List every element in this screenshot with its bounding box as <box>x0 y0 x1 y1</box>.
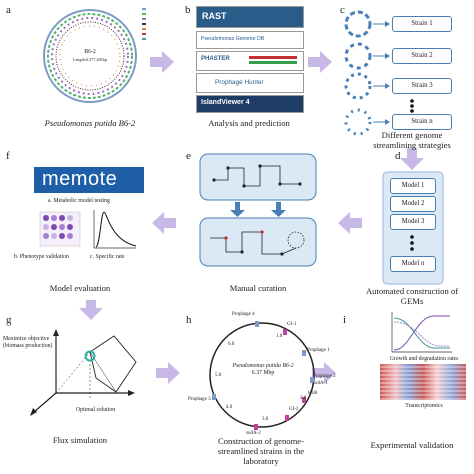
streamlined-genome-circle <box>209 321 315 430</box>
marker-gi-1: GI-1 <box>287 322 297 327</box>
tool-islandviewer-label: IslandViewer 4 <box>201 99 250 106</box>
panel-d-caption-line1: Automated construction of <box>365 286 459 296</box>
model-box-3: Model 3 <box>390 214 436 230</box>
model-box-1: Model 1 <box>390 178 436 194</box>
panel-h-letter: h <box>186 314 192 326</box>
tool-islandviewer: IslandViewer 4 <box>196 95 304 113</box>
panel-f-caption: Model evaluation <box>49 283 111 293</box>
transcriptomics-heatmap <box>380 364 466 400</box>
objective-label-line1: Maximize objective <box>3 336 50 342</box>
memote-logo: memote <box>34 167 144 193</box>
arrow-h-to-i <box>312 362 336 384</box>
tool-pseudomonas-db: Pseudomonas Genome DB <box>196 31 304 49</box>
arrow-d-to-e <box>338 212 362 234</box>
arrow-g-to-h <box>156 362 180 384</box>
genome-map-a <box>43 9 137 103</box>
arrow-e-to-f <box>152 212 176 234</box>
genome-h-center: Pseudomonas putida B6-2 6.37 Mbp <box>222 363 304 377</box>
panel-b-caption: Analysis and prediction <box>208 118 290 128</box>
transcriptomics-heatmap-rows <box>380 364 466 400</box>
objective-label-line2: (biomass production) <box>3 343 53 349</box>
arrow-b-to-c <box>308 51 332 73</box>
panel-d-caption-line2: GEMs <box>400 296 424 306</box>
genome-h-center-line2: 6.37 Mbp <box>251 370 275 376</box>
panel-c-caption: Different genome streamlining strategies <box>350 130 474 150</box>
panel-e-letter: e <box>186 150 191 162</box>
tick-6: 6.0 <box>228 342 235 347</box>
panel-g-letter: g <box>6 314 12 326</box>
strain-box-n: Strain n <box>392 114 452 130</box>
panel-i-caption: Experimental validation <box>370 440 454 450</box>
optimal-solution-label: Optimal solution <box>76 407 116 413</box>
tool-phaster: PHASTER <box>196 51 304 71</box>
arrow-f-to-g <box>79 300 103 320</box>
marker-prophage-2: Prophage 2 <box>313 374 336 379</box>
tool-rast-label: RAST <box>202 11 227 21</box>
arrow-curation-right <box>271 202 286 217</box>
arrow-curation-left <box>230 202 245 217</box>
panel-b-letter: b <box>185 4 191 16</box>
panel-d-letter: d <box>395 150 401 162</box>
panel-h-caption: Construction of genome- streamlined stra… <box>198 436 324 466</box>
tick-3: 3.0 <box>262 417 269 422</box>
memote-label-c: c. Specific rate <box>90 254 125 260</box>
strain-box-1: Strain 1 <box>392 16 452 32</box>
tick-1: 1.0 <box>276 334 283 339</box>
genome-center-line1: B6-2 <box>84 49 96 55</box>
phaster-track-green <box>249 61 297 64</box>
panel-i-letter: i <box>343 314 347 326</box>
genome-center-label: B6-2 Length:6,377,401bp <box>70 49 110 63</box>
tool-prophage-hunter-label: Prophage Hunter <box>215 79 264 86</box>
tick-5: 5.0 <box>215 373 222 378</box>
tool-phaster-label: PHASTER <box>201 56 230 62</box>
genome-legend-a <box>142 8 146 40</box>
panel-a-caption: Pseudomonas putida B6-2 <box>44 118 136 128</box>
marker-prophage-3: Prophage 3 <box>188 397 211 402</box>
panel-c-caption-line2: streamlining strategies <box>373 140 451 150</box>
panel-c-letter: c <box>340 4 345 16</box>
panel-f-letter: f <box>6 150 10 162</box>
strain-glyphs <box>344 10 414 136</box>
genome-h-center-line1: Pseudomonas putida B6-2 <box>232 363 294 369</box>
transcriptomics-label: Transcriptomics <box>405 403 443 409</box>
panel-h-caption-line3: laboratory <box>243 456 279 466</box>
panel-c-caption-line1: Different genome <box>381 130 443 140</box>
marker-prophage-1: Prophage 1 <box>307 348 330 353</box>
marker-soda-2: sodA-2 <box>246 431 261 436</box>
phenotype-heatmap <box>39 211 81 247</box>
phaster-track-red <box>249 56 297 59</box>
memote-logo-text: memote <box>42 168 118 190</box>
rates-label: Growth and degradation rates <box>389 356 459 362</box>
strain-box-2: Strain 2 <box>392 48 452 64</box>
tool-pseudomonas-db-label: Pseudomonas Genome DB <box>201 36 265 42</box>
objective-label: Maximize objective (biomass production) <box>3 336 83 350</box>
arrow-c-to-d <box>400 148 424 170</box>
panel-d-caption: Automated construction of GEMs <box>350 286 474 306</box>
tick-4: 4.0 <box>226 405 233 410</box>
genome-center-line2: Length:6,377,401bp <box>73 57 107 62</box>
marker-gi-2: GI-2 <box>289 407 299 412</box>
panel-h-caption-line1: Construction of genome- <box>218 436 304 446</box>
panel-a-letter: a <box>6 4 11 16</box>
marker-soda-1: sodA-1 <box>313 381 328 386</box>
specific-rate-plot <box>93 210 137 249</box>
arrow-a-to-b <box>150 51 174 73</box>
growth-curves <box>391 312 452 353</box>
panel-g-caption: Flux simulation <box>52 435 108 445</box>
flux-axes <box>30 329 137 416</box>
curation-network-bottom <box>199 217 317 267</box>
model-box-2: Model 2 <box>390 196 436 212</box>
marker-lexb: lexB <box>308 391 318 396</box>
memote-label-a: a. Metabolic model testing <box>48 198 110 204</box>
model-box-n: Model n <box>390 256 436 272</box>
memote-label-b: b. Phenotype validation <box>14 254 69 260</box>
strain-box-3: Strain 3 <box>392 78 452 94</box>
tick-2: 2.0 <box>300 396 307 401</box>
panel-h-caption-line2: streamlined strains in the <box>217 446 305 456</box>
tool-rast: RAST <box>196 6 304 28</box>
tool-prophage-hunter: Prophage Hunter <box>196 73 304 93</box>
curation-network-top <box>199 153 317 201</box>
marker-prophage-4: Prophage 4 <box>232 312 255 317</box>
panel-e-caption: Manual curation <box>229 283 287 293</box>
